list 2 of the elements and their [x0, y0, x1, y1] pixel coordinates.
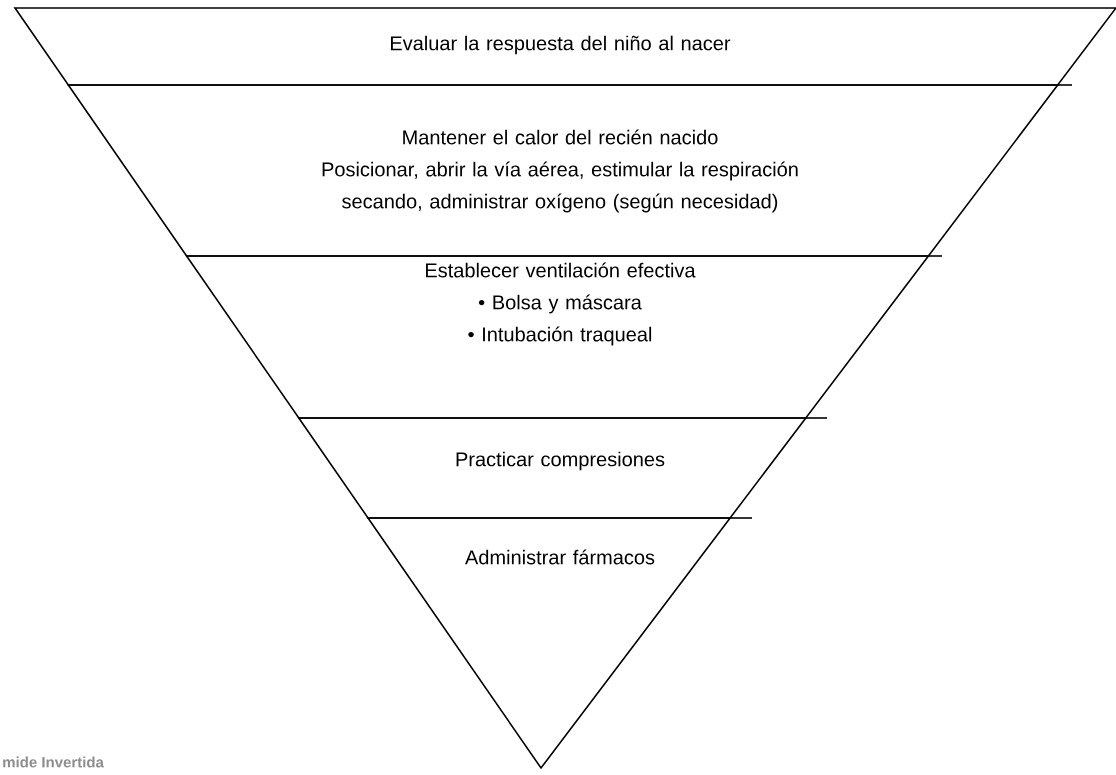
pyramid-band: Establecer ventilación efectiva • Bolsa y máscara • Intubación traqueal [185, 255, 930, 419]
caption-text: mide Invertida [3, 756, 104, 768]
